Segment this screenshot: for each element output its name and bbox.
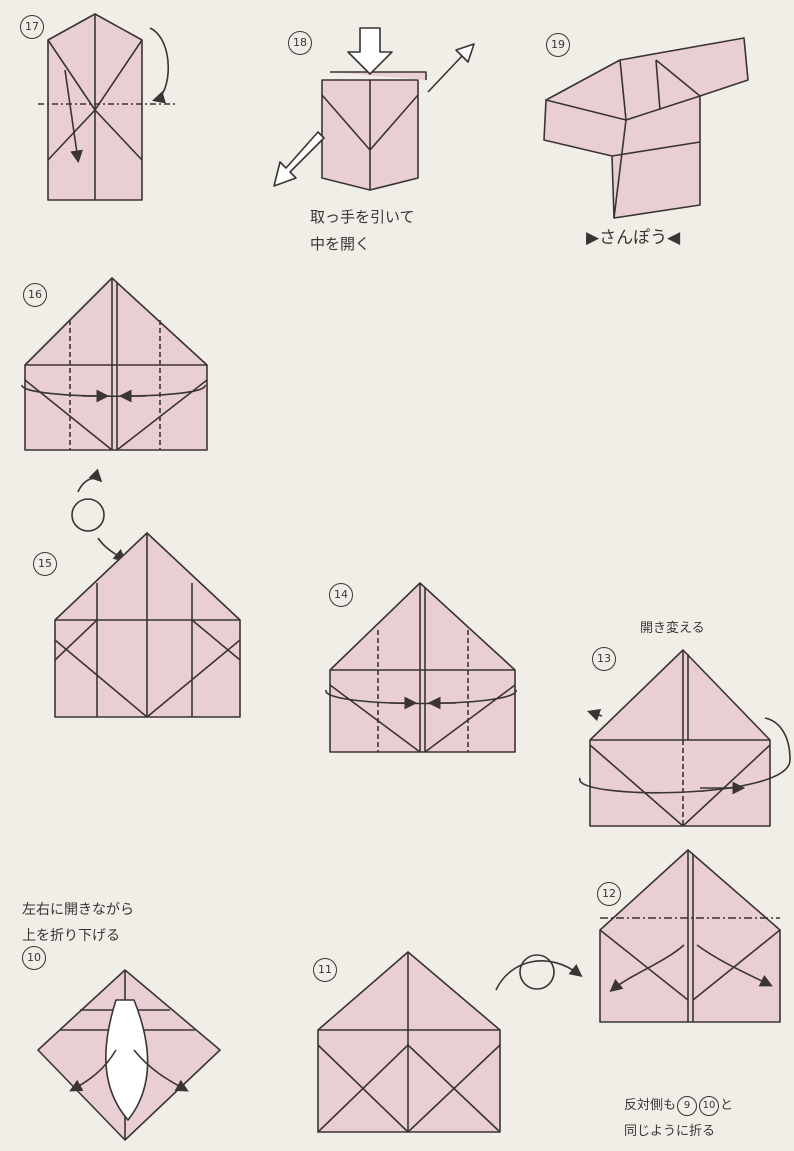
step-16-number: 16 <box>23 283 47 307</box>
step-13-number: 13 <box>592 647 616 671</box>
step-18-number: 18 <box>288 31 312 55</box>
turn-over-symbol <box>72 478 124 560</box>
step-10-number: 10 <box>22 946 46 970</box>
step-12-caption-line2: 同じように折る <box>624 1120 715 1144</box>
step-11-number: 11 <box>313 958 337 982</box>
ref-step-9: 9 <box>677 1096 697 1116</box>
result-label: ▶さんぽう◀ <box>586 226 680 250</box>
step-15-figure <box>55 533 240 717</box>
turn-over-symbol-2 <box>496 955 580 990</box>
fold-arrow <box>150 28 168 100</box>
step-15-number: 15 <box>33 552 57 576</box>
step-10-caption-line1: 左右に開きながら <box>22 898 134 922</box>
step-13-figure <box>580 650 790 826</box>
step-17-number: 17 <box>20 15 44 39</box>
step-18-caption-line1: 取っ手を引いて <box>310 205 415 229</box>
caption-text-pre: 反対側も <box>624 1098 676 1113</box>
step-10-figure <box>38 970 220 1140</box>
step-12-number: 12 <box>597 882 621 906</box>
step-11-figure <box>318 952 500 1132</box>
caption-text-mid: と <box>720 1098 733 1113</box>
step-19-number: 19 <box>546 33 570 57</box>
step-12-figure <box>600 850 780 1022</box>
step-16-figure <box>22 278 207 450</box>
step-19-figure <box>544 38 748 218</box>
step-13-caption: 開き変える <box>640 617 705 641</box>
step-14-figure <box>326 583 516 752</box>
step-14-number: 14 <box>329 583 353 607</box>
ref-step-10: 10 <box>699 1096 719 1116</box>
step-17-figure <box>38 14 178 200</box>
step-10-caption-line2: 上を折り下げる <box>22 924 120 948</box>
step-18-caption-line2: 中を開く <box>310 232 370 256</box>
